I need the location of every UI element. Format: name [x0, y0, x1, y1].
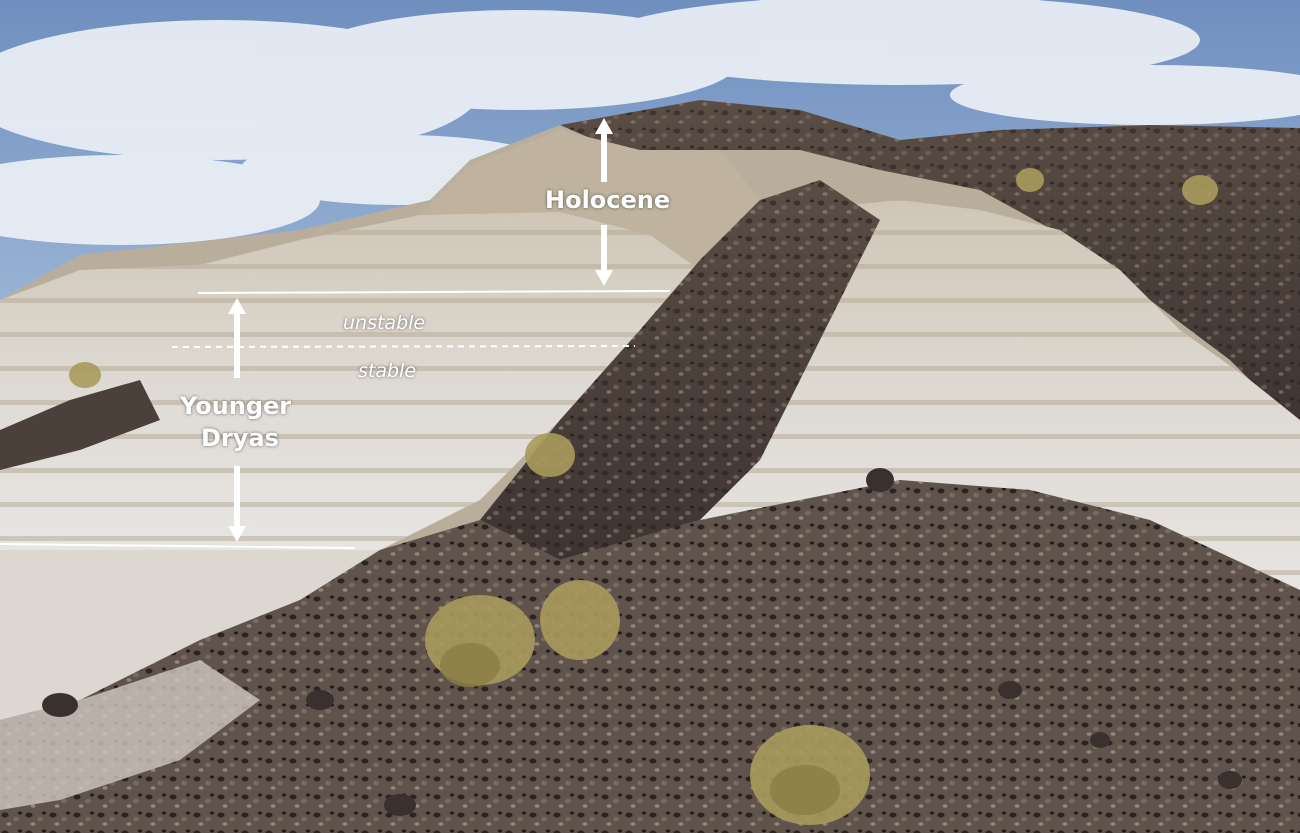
stable-label: stable: [358, 360, 417, 382]
holocene-label: Holocene: [545, 186, 671, 214]
unstable-label: unstable: [343, 312, 426, 334]
younger-dryas-label: Younger Dryas: [180, 390, 291, 454]
younger-dryas-label-line1: Younger: [180, 392, 292, 420]
younger-dryas-label-line2: Dryas: [201, 424, 279, 452]
